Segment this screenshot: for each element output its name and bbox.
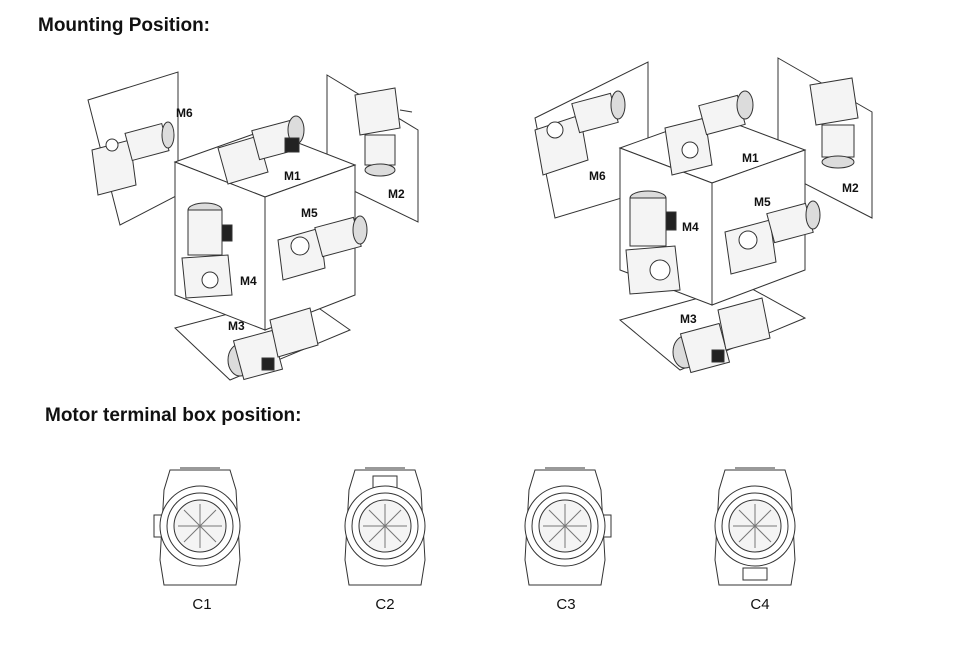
terminal-label-c3: C3	[556, 596, 576, 613]
m2-gearmotor	[354, 87, 413, 177]
label-m6: M6	[176, 106, 193, 120]
label-m5: M5	[754, 195, 771, 209]
terminal-label-c2: C2	[375, 596, 395, 613]
terminal-box-heading: Motor terminal box position:	[45, 405, 302, 426]
label-m2: M2	[388, 187, 405, 201]
m3-gearmotor	[227, 307, 319, 381]
terminal-diagram-c2	[344, 467, 426, 586]
mounting-diagram-2: M6 M1 M2 M5 M4 M3	[534, 57, 873, 374]
mounting-position-heading: Mounting Position:	[38, 15, 211, 36]
m6-gearmotor	[91, 121, 175, 196]
label-m5: M5	[301, 206, 318, 220]
terminal-diagram-c1	[153, 467, 241, 586]
label-m1: M1	[284, 169, 301, 183]
m1-gearmotor	[664, 90, 754, 176]
m4-gearmotor	[625, 190, 681, 295]
m2-gearmotor	[809, 77, 859, 169]
label-m3: M3	[680, 312, 697, 326]
m5-gearmotor	[724, 200, 821, 275]
m5-gearmotor	[277, 215, 368, 281]
m6-gearmotor	[534, 90, 626, 176]
label-m6: M6	[589, 169, 606, 183]
terminal-label-c4: C4	[750, 596, 770, 613]
terminal-diagram-c3	[524, 467, 612, 586]
label-m4: M4	[240, 274, 257, 288]
m1-gearmotor	[217, 115, 305, 185]
label-m1: M1	[742, 151, 759, 165]
terminal-diagram-c4	[714, 467, 796, 586]
label-m2: M2	[842, 181, 859, 195]
mounting-diagram-1: M6 M1 M2 M5 M4 M3	[87, 71, 419, 381]
label-m4: M4	[682, 220, 699, 234]
m4-gearmotor	[181, 202, 233, 299]
terminal-label-c1: C1	[192, 596, 212, 613]
m3-gearmotor	[672, 297, 771, 374]
label-m3: M3	[228, 319, 245, 333]
